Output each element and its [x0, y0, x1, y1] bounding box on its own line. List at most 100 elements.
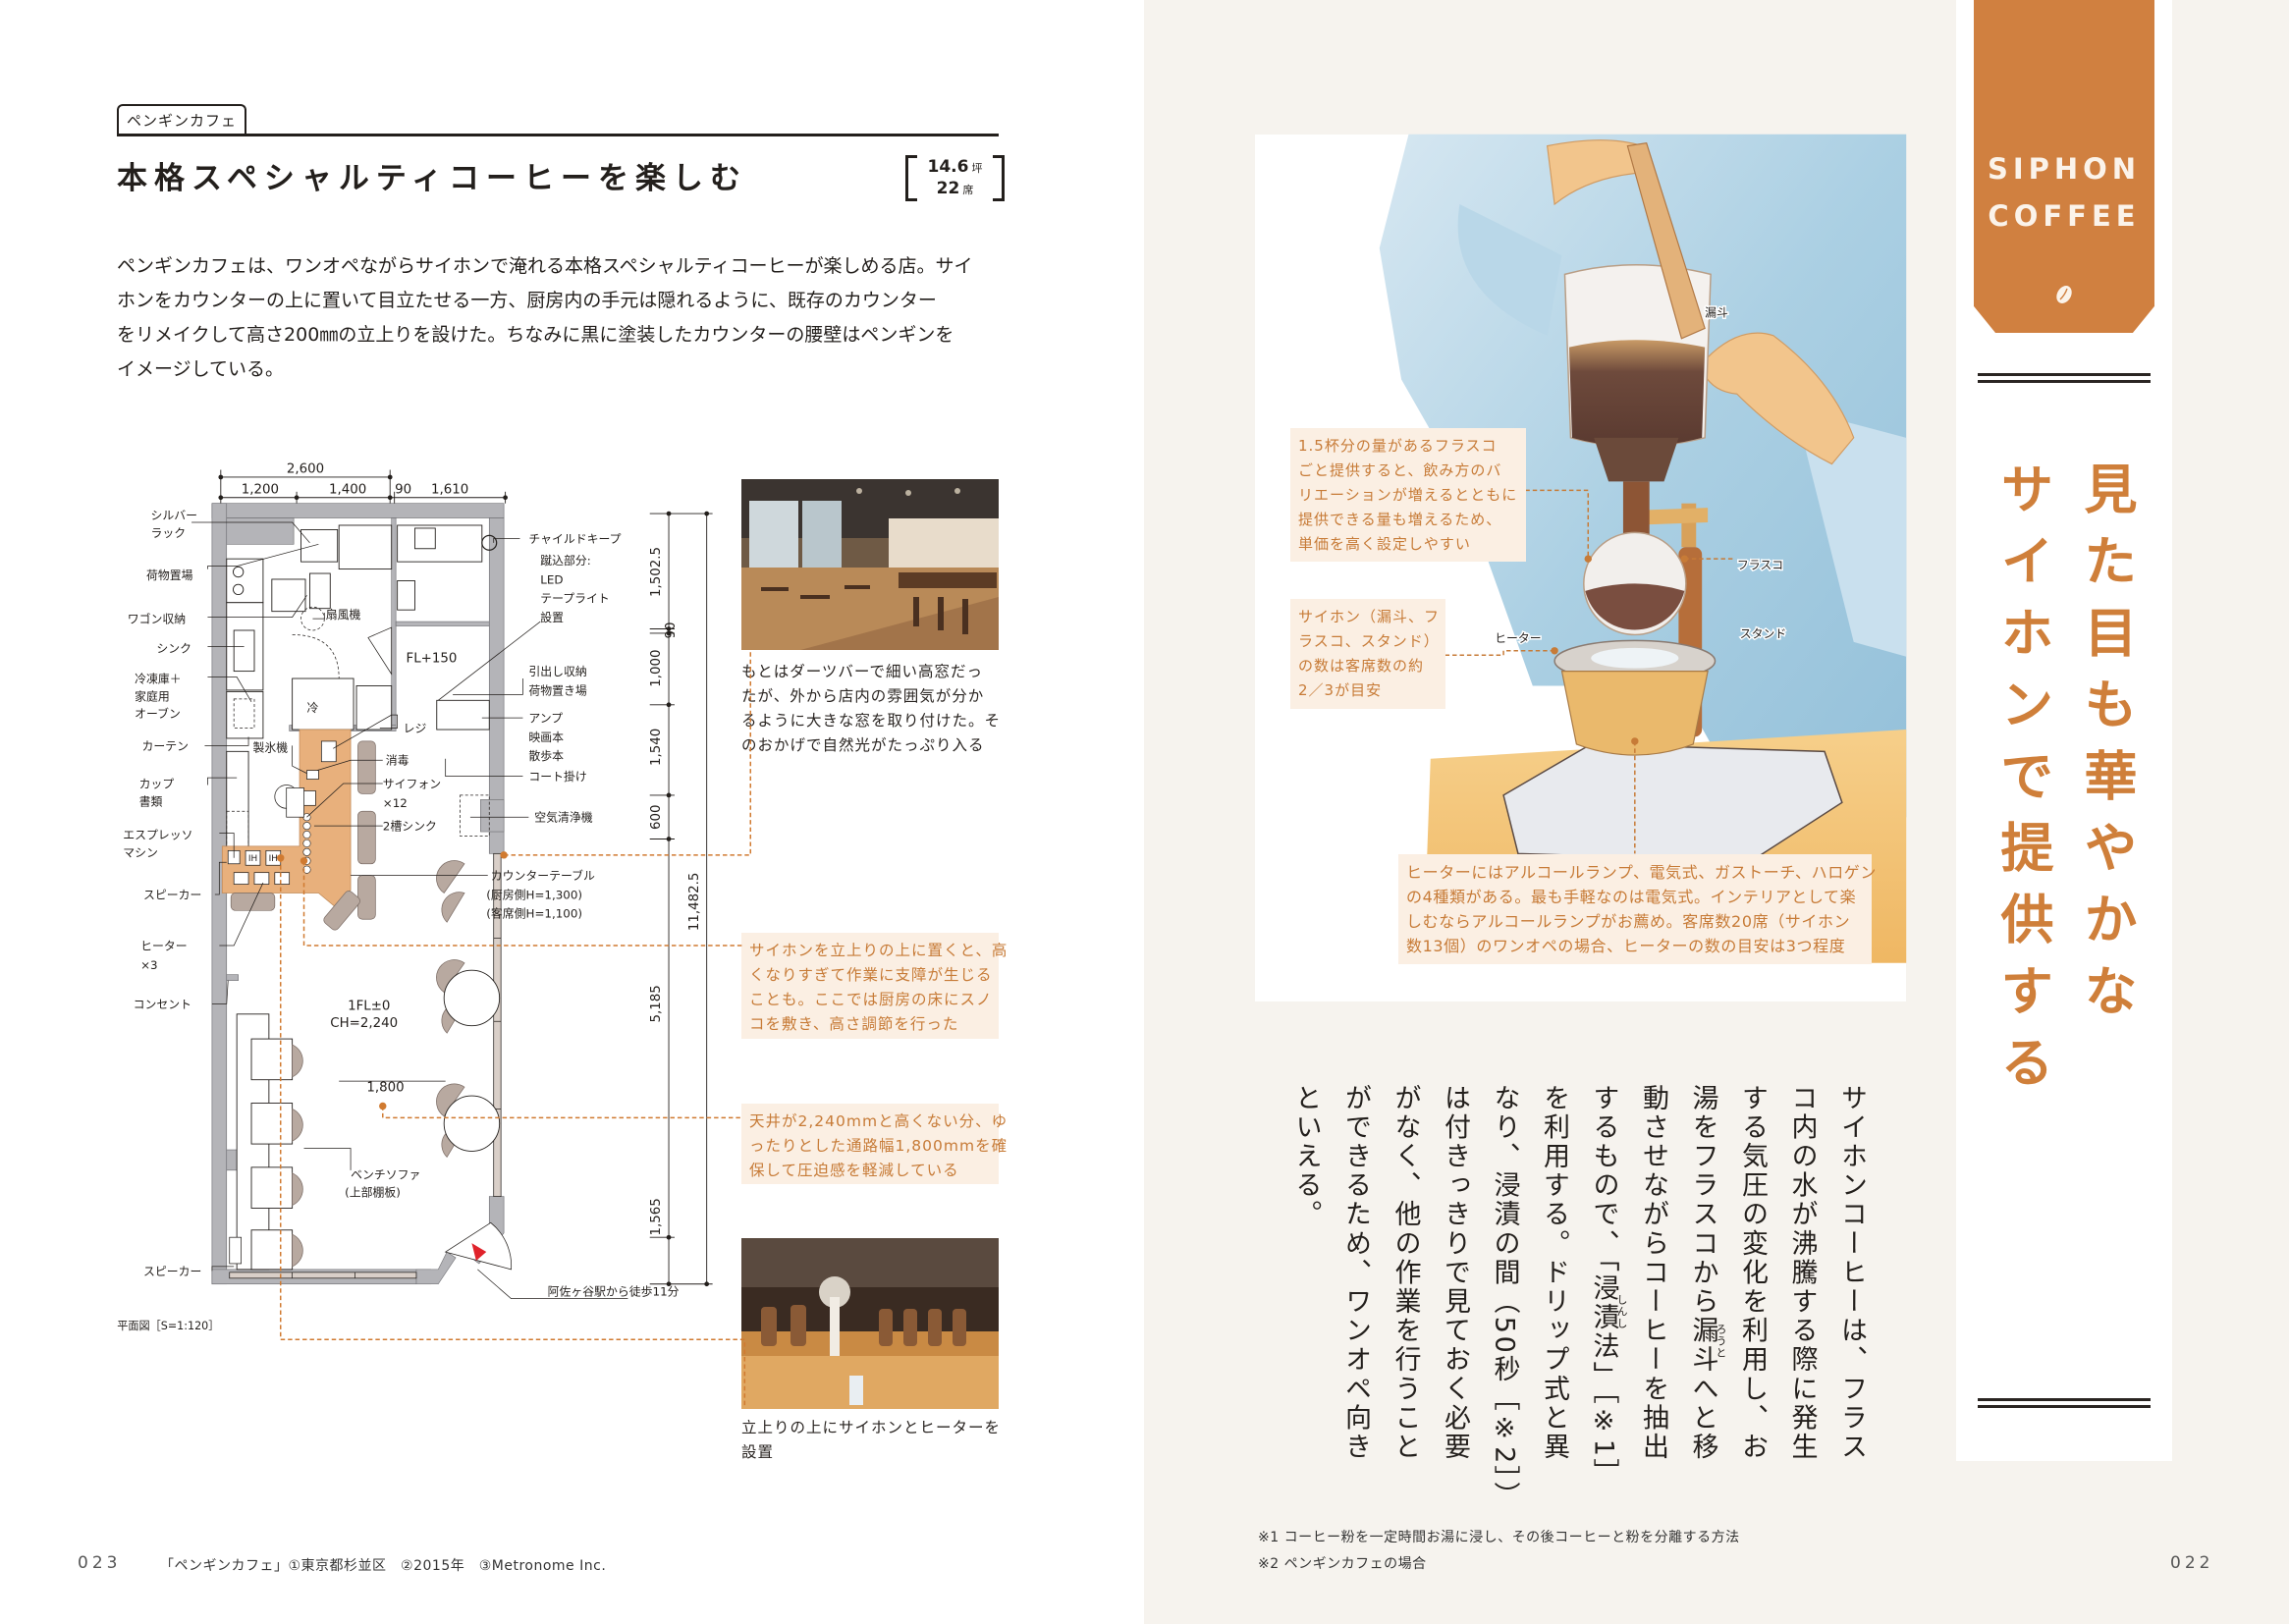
label-double-sink: 2槽シンク — [383, 820, 437, 834]
label-espresso: マシン — [123, 845, 158, 859]
callout-line: 単価を高く設定しやすい — [1298, 535, 1471, 553]
body-column: サイホンコーヒーは、フラス — [1836, 1084, 1867, 1462]
label-counter: (厨房側H=1,300) — [486, 888, 582, 901]
label-led: 設置 — [540, 611, 564, 624]
callout-heater-types: ヒーターにはアルコールランプ、電気式、ガストーチ、ハロゲン の4種類がある。最も… — [1398, 854, 1878, 964]
tsubo-unit: 坪 — [971, 162, 983, 175]
intro-line: イメージしている。 — [117, 358, 285, 380]
dim-90: 90 — [395, 482, 411, 497]
hands — [1546, 139, 1855, 465]
counter-photo-caption: 立上りの上にサイホンとヒーターを 設置 — [741, 1416, 1001, 1465]
coffee-bean-icon — [2056, 286, 2072, 303]
body-column: 湯をフラスコから漏斗へと移 — [1687, 1084, 1718, 1462]
category-tab — [1974, 0, 2154, 333]
dim-2600: 2,600 — [287, 461, 324, 476]
callout-line: 1.5杯分の量があるフラスコ — [1298, 437, 1498, 455]
caption-line: のおかげで自然光がたっぷり入る — [741, 736, 985, 754]
label-cups: カップ — [139, 777, 175, 790]
vertical-title-line-1: 見た目も華やかな — [2075, 461, 2137, 1035]
body-column: がなく、他の作業を行うこと — [1390, 1084, 1421, 1462]
dim-1502: 1,502.5 — [649, 547, 664, 597]
label-fridge: 冷 — [306, 701, 318, 715]
dim-600: 600 — [649, 804, 664, 829]
callout-ceiling: 天井が2,240mmと高くない分、ゆ ったりとした通路幅1,800mmを確 保し… — [741, 1104, 1008, 1184]
label-amp: 映画本 — [528, 731, 564, 744]
shop-credit: 「ペンギンカフェ」①東京都杉並区 ②2015年 ③Metronome Inc. — [160, 1558, 607, 1574]
dim-5185: 5,185 — [649, 985, 664, 1022]
intro-paragraph: ペンギンカフェは、ワンオペながらサイホンで淹れる本格スペシャルティコーヒーが楽し… — [117, 249, 999, 387]
label-silver-rack: ラック — [150, 526, 186, 540]
counter-photo — [741, 1238, 999, 1409]
label-air-purifier: 空気清浄機 — [534, 811, 592, 825]
label-amp: アンプ — [528, 712, 563, 726]
callout-counter-height: サイホンを立上りの上に置くと、高 くなりすぎて作業に支障が生じる ことも。ここで… — [741, 933, 1008, 1039]
body-column: コ内の水が沸騰する際に発生 — [1786, 1084, 1818, 1462]
header-rule — [117, 134, 999, 136]
dim-aisle: 1,800 — [366, 1081, 404, 1096]
label-station: 阿佐ヶ谷駅から徒歩11分 — [548, 1285, 680, 1299]
label-led: テープライト — [540, 592, 610, 606]
label-curtain: カーテン — [142, 739, 189, 753]
ih-label: IH — [248, 854, 257, 864]
dim-1400: 1,400 — [329, 482, 366, 497]
dim-1610: 1,610 — [431, 482, 468, 497]
ih-label: IH — [269, 854, 278, 864]
label-floor-level: 1FL±0 — [348, 999, 390, 1013]
label-ceiling-height: CH=2,240 — [330, 1016, 398, 1031]
label-silver-rack: シルバー — [150, 509, 196, 522]
ruby-shinshi: しんし — [1615, 1294, 1628, 1329]
caption-line: るように大きな窓を取り付けた。そ — [741, 712, 1002, 730]
body-column: は付きっきりで見ておく必要 — [1440, 1084, 1470, 1462]
label-led: LED — [540, 572, 563, 586]
double-rule-top — [1978, 373, 2151, 383]
counter-photo-image — [741, 1238, 999, 1409]
dim-1000: 1,000 — [649, 649, 664, 686]
ruby-routo: ろうと — [1715, 1324, 1727, 1359]
bar-stools — [230, 740, 465, 1159]
label-fl150: FL+150 — [407, 652, 458, 667]
dim-1540: 1,540 — [649, 729, 664, 766]
callout-line: しむならアルコールランプがお薦め。客席数20席（サイホン — [1406, 912, 1851, 931]
label-funnel: 漏斗 — [1705, 305, 1728, 319]
label-speaker: スピーカー — [143, 888, 201, 901]
callout-line: の4種類がある。最も手軽なのは電気式。インテリアとして楽 — [1406, 888, 1857, 906]
label-siphon: サイフォン — [383, 777, 441, 790]
intro-line: ペンギンカフェは、ワンオペながらサイホンで淹れる本格スペシャルティコーヒーが楽し… — [117, 255, 973, 277]
caption-line: 立上りの上にサイホンとヒーターを — [741, 1419, 1002, 1436]
body-column: する気圧の変化を利用し、お — [1737, 1084, 1768, 1462]
label-wagon: ワゴン収納 — [128, 613, 186, 626]
callout-line: 天井が2,240mmと高くない分、ゆ — [749, 1112, 1008, 1130]
callout-line: サイホンを立上りの上に置くと、高 — [749, 942, 1008, 959]
page-title: 本格スペシャルティコーヒーを楽しむ — [117, 161, 747, 196]
label-heater: ×3 — [140, 958, 158, 972]
footnote-2: ※2 ペンギンカフェの場合 — [1258, 1556, 1427, 1572]
shop-name-tag: ペンギンカフェ — [117, 104, 247, 135]
callout-line: の数は客席数の約 — [1298, 657, 1425, 675]
label-drawer: 荷物置き場 — [528, 683, 586, 697]
callout-flask: 1.5杯分の量があるフラスコ ごと提供すると、飲み方のバ リエーションが増えると… — [1290, 428, 1526, 562]
page-number-right: 022 — [2170, 1553, 2214, 1573]
callout-line: ことも。ここでは厨房の床にスノ — [749, 991, 993, 1008]
callout-line: リエーションが増えるとともに — [1298, 486, 1518, 504]
seats-unit: 席 — [962, 184, 974, 196]
callout-line: ヒーターにはアルコールランプ、電気式、ガストーチ、ハロゲン — [1406, 863, 1878, 882]
label-amp: 散歩本 — [528, 749, 564, 763]
body-column: するもので、「浸漬法」［※1］ — [1588, 1084, 1619, 1489]
caption-line: たが、外から店内の雰囲気が分か — [741, 687, 985, 705]
label-flask: フラスコ — [1737, 559, 1783, 572]
caption-line: もとはダーツバーで細い高窓だっ — [741, 663, 983, 680]
dim-90v: 90 — [664, 622, 679, 638]
dim-1200: 1,200 — [242, 482, 279, 497]
label-counter: カウンターテーブル — [491, 869, 595, 883]
callout-line: ラスコ、スタンド） — [1298, 632, 1440, 650]
callout-line: コを敷き、高さ調節を行った — [749, 1015, 959, 1033]
label-luggage: 荷物置場 — [146, 568, 193, 582]
callout-line: くなりすぎて作業に支障が生じる — [749, 966, 993, 984]
label-led: 蹴込部分: — [540, 554, 591, 568]
callout-line: ごと提供すると、飲み方のバ — [1298, 461, 1502, 479]
label-cups: 書類 — [139, 794, 163, 808]
entrance-marker-icon — [471, 1243, 487, 1261]
label-freezer: オーブン — [135, 707, 181, 721]
page-number-left: 023 — [78, 1553, 122, 1573]
